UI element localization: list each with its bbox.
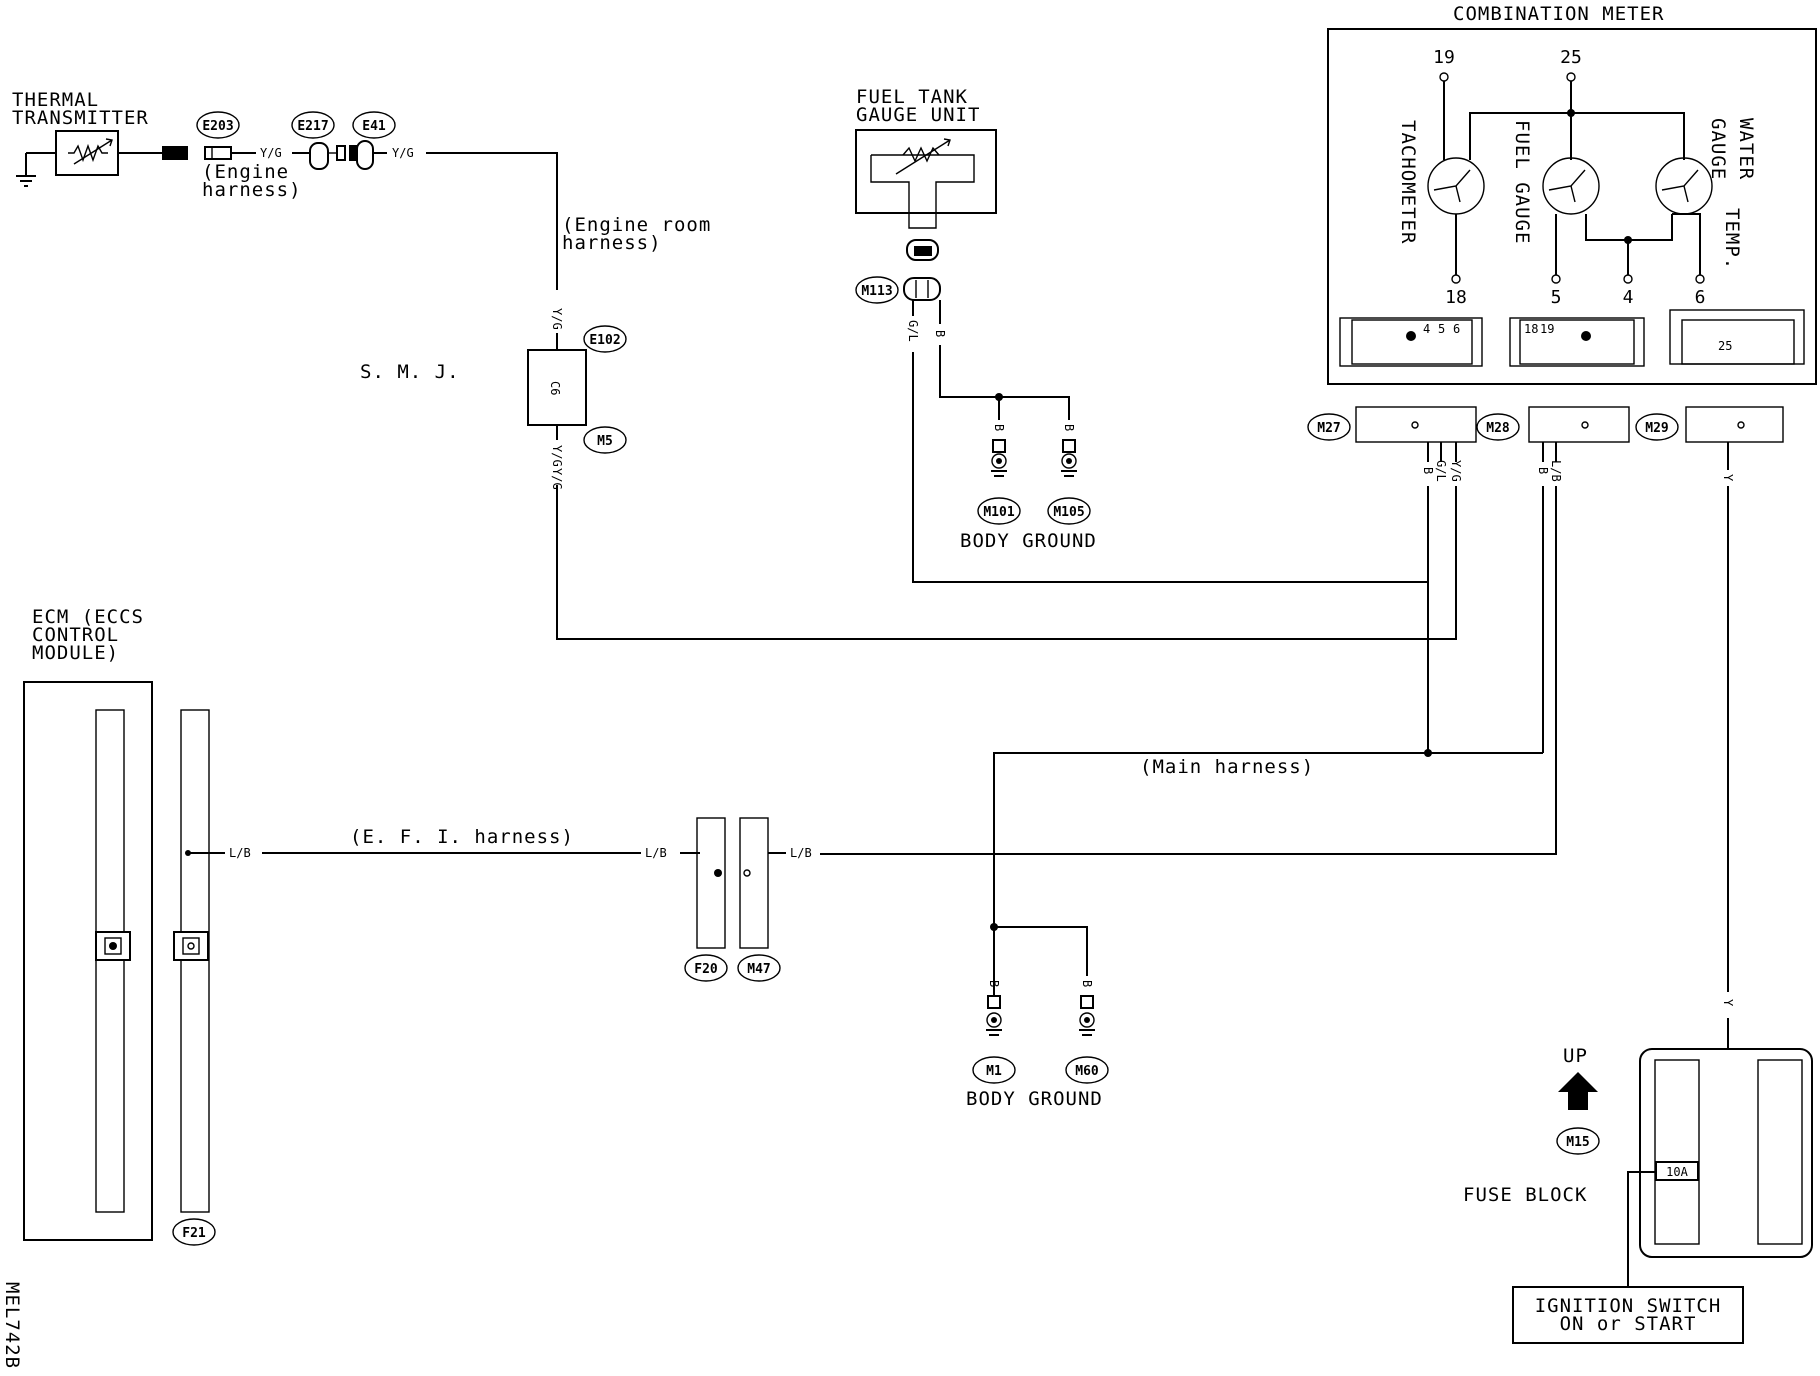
connector-tag-E102	[583, 325, 627, 353]
svg-text:Y/G: Y/G	[260, 146, 282, 160]
svg-text:G/L: G/L	[906, 320, 920, 342]
svg-text:B: B	[987, 980, 1001, 987]
svg-text:M105: M105	[1053, 505, 1084, 520]
ground-m101: B M101	[977, 424, 1021, 525]
ground-m60: B M60	[1065, 980, 1109, 1084]
svg-text:C6: C6	[548, 381, 562, 395]
combination-meter-label: COMBINATION METER	[1453, 3, 1664, 25]
svg-text:L/B: L/B	[790, 846, 812, 860]
water-temp-gauge-label-line: GAUGE	[1707, 118, 1729, 180]
svg-text:Y: Y	[1721, 999, 1735, 1007]
ground-m1: B M1	[972, 980, 1016, 1084]
figure-id: MEL742B	[1, 1282, 23, 1369]
connector-tag-E41	[352, 111, 396, 139]
svg-text:B: B	[1062, 424, 1076, 431]
svg-text:F21: F21	[182, 1226, 206, 1241]
connector-tag-M113	[855, 276, 899, 304]
svg-text:M28: M28	[1486, 421, 1510, 436]
main-harness-label: (Main harness)	[1140, 756, 1314, 778]
efi-harness-label: (E. F. I. harness)	[350, 826, 574, 848]
svg-text:Y/G: Y/G	[1449, 460, 1463, 482]
svg-text:B: B	[933, 330, 947, 337]
svg-text:L/B: L/B	[645, 846, 667, 860]
svg-text:Y/G: Y/G	[550, 468, 564, 490]
svg-text:E217: E217	[297, 119, 328, 134]
svg-text:Y/G: Y/G	[392, 146, 414, 160]
svg-text:4: 4	[1423, 322, 1430, 336]
svg-text:18: 18	[1524, 322, 1538, 336]
svg-text:L/B: L/B	[229, 846, 251, 860]
svg-text:M15: M15	[1566, 1135, 1589, 1150]
combination-meter: COMBINATION METER 19 25 TACHOMETER FUEL …	[1327, 3, 1817, 385]
svg-text:M101: M101	[983, 505, 1014, 520]
svg-text:6: 6	[1695, 287, 1706, 308]
svg-text:Y/G: Y/G	[550, 445, 564, 467]
svg-text:M60: M60	[1075, 1064, 1099, 1079]
water-temp-gauge-label-line: WATER	[1735, 118, 1757, 180]
fuel-gauge-label: FUEL GAUGE	[1511, 120, 1533, 244]
svg-text:25: 25	[1560, 47, 1582, 68]
svg-text:B: B	[1080, 980, 1094, 987]
up-label: UP	[1563, 1045, 1588, 1067]
svg-text:5: 5	[1551, 287, 1562, 308]
svg-text:18: 18	[1445, 287, 1467, 308]
svg-text:E102: E102	[589, 333, 620, 348]
smj-label: S. M. J.	[360, 361, 460, 383]
svg-text:B: B	[992, 424, 1006, 431]
svg-text:4: 4	[1623, 287, 1634, 308]
water-temp-gauge-label-line: TEMP.	[1721, 208, 1743, 270]
connector-tag-E217	[291, 111, 335, 139]
fuse-block: UP M15 FUSE BLOCK 10A	[1463, 1045, 1813, 1258]
svg-text:L/B: L/B	[1549, 460, 1563, 482]
svg-text:M29: M29	[1645, 421, 1668, 436]
svg-text:B: B	[1536, 467, 1550, 474]
svg-text:M5: M5	[597, 434, 613, 449]
svg-text:B: B	[1421, 467, 1435, 474]
svg-text:M27: M27	[1317, 421, 1340, 436]
svg-text:G/L: G/L	[1434, 460, 1448, 482]
up-arrow-icon	[1558, 1072, 1598, 1110]
svg-text:5: 5	[1438, 322, 1445, 336]
ground-m105: B M105	[1047, 424, 1091, 525]
svg-text:E41: E41	[362, 119, 386, 134]
svg-text:19: 19	[1433, 47, 1455, 68]
body-ground-label-lower: BODY GROUND	[966, 1088, 1103, 1110]
tachometer-label: TACHOMETER	[1397, 120, 1419, 244]
meter-harness-connectors: M27 M28 M29	[1307, 406, 1784, 443]
svg-text:E203: E203	[202, 119, 233, 134]
svg-text:M47: M47	[747, 962, 770, 977]
svg-text:6: 6	[1453, 322, 1460, 336]
svg-text:F20: F20	[694, 962, 718, 977]
svg-text:Y/G: Y/G	[550, 308, 564, 330]
svg-text:25: 25	[1718, 339, 1732, 353]
svg-text:M113: M113	[861, 284, 892, 299]
body-ground-label-upper: BODY GROUND	[960, 530, 1097, 552]
svg-text:Y: Y	[1721, 474, 1735, 482]
svg-text:10A: 10A	[1666, 1165, 1688, 1179]
smj-block: S. M. J. C6 E102 M5	[360, 325, 627, 454]
fuse-block-label: FUSE BLOCK	[1463, 1184, 1587, 1206]
inline-connectors-f20-m47: F20 M47	[684, 817, 781, 982]
connector-tag-M5	[583, 426, 627, 454]
svg-text:19: 19	[1540, 322, 1554, 336]
connector-tag-E203	[196, 111, 240, 139]
svg-text:M1: M1	[986, 1064, 1002, 1079]
